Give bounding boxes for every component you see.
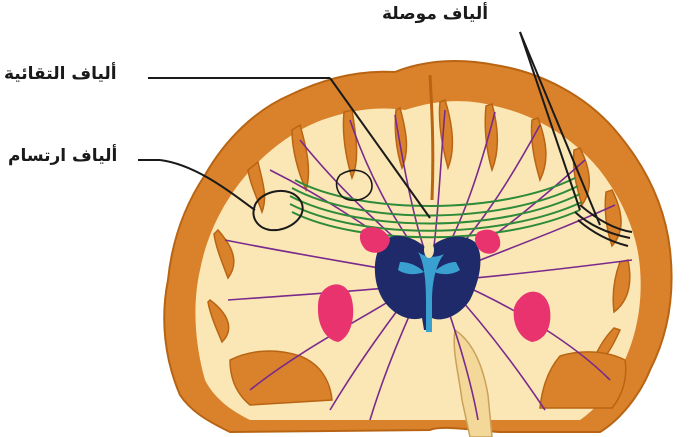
label-connecting-fibers: ألياف موصلة xyxy=(382,6,488,23)
septum xyxy=(424,242,434,258)
label-projection-fibers: ألياف ارتسام xyxy=(8,148,117,165)
label-commissural-fibers: ألياف التقائية xyxy=(4,66,117,83)
